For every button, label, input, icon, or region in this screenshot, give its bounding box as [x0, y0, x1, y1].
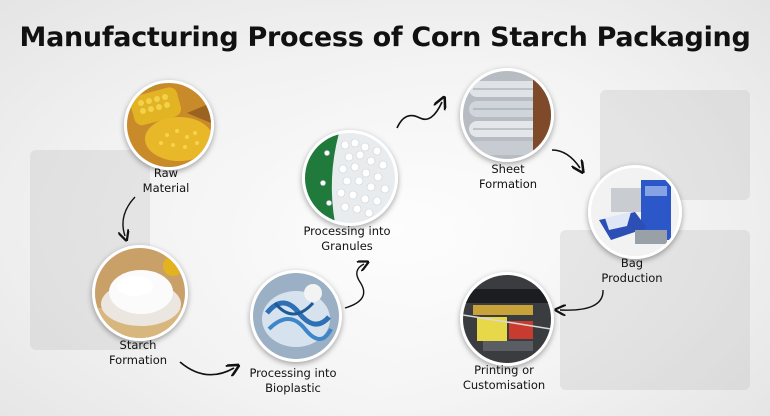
- diagram-title: Manufacturing Process of Corn Starch Pac…: [19, 22, 751, 53]
- raw-material-image: [124, 80, 214, 170]
- bioplastic-icon: [253, 273, 339, 359]
- sheet-roll-icon: [463, 71, 551, 159]
- printing-machine-icon: [463, 275, 551, 363]
- granules-icon: [305, 133, 395, 223]
- starch-powder-icon: [95, 248, 185, 338]
- sheet-formation-image: [460, 68, 554, 162]
- bioplastic-image: [250, 270, 342, 362]
- bag-machine-icon: [591, 168, 679, 256]
- corn-icon: [127, 83, 211, 167]
- printing-image: [460, 272, 554, 366]
- starch-formation-image: [92, 245, 188, 341]
- granules-image: [302, 130, 398, 226]
- bag-production-image: [588, 165, 682, 259]
